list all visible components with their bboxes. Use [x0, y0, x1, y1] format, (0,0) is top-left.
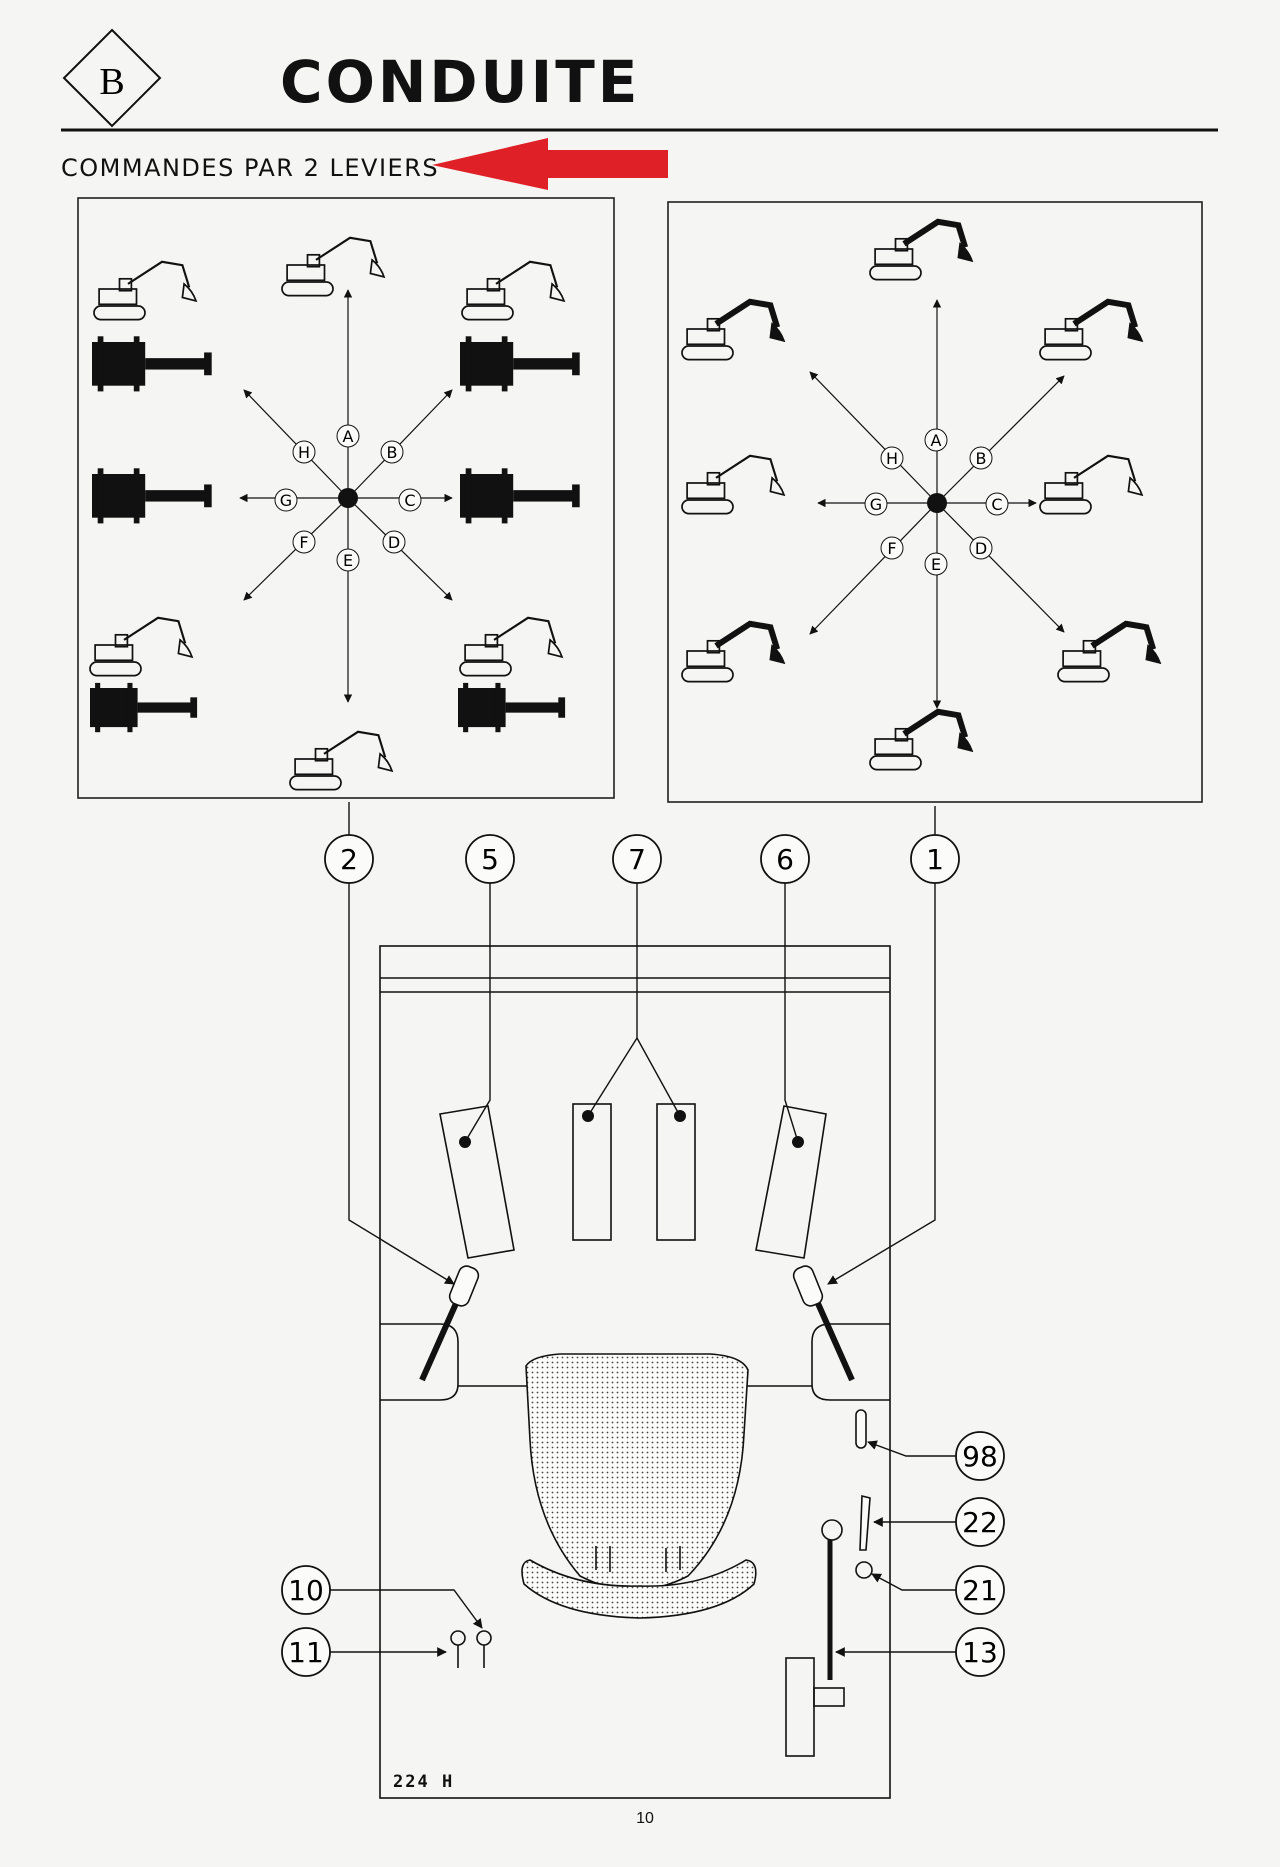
- excavator-icon: [1058, 624, 1160, 682]
- callout-7: 7: [612, 834, 662, 884]
- red-arrow-icon: [432, 138, 668, 190]
- cab-floor-plan: [379, 945, 891, 1799]
- right-dir-f: F: [887, 539, 896, 558]
- svg-text:6: 6: [776, 843, 794, 876]
- control-21: [855, 1561, 873, 1579]
- left-dir-b: B: [387, 443, 398, 462]
- gear-lever-knob: [821, 1519, 843, 1541]
- right-dir-e: E: [931, 555, 941, 574]
- excavator-icon: [460, 260, 566, 321]
- right-dir-d: D: [975, 539, 987, 558]
- svg-text:10: 10: [288, 1574, 324, 1607]
- svg-text:98: 98: [962, 1440, 998, 1473]
- left-dir-h: H: [298, 443, 310, 462]
- excavator-icon: [870, 712, 972, 770]
- right-dir-h: H: [886, 449, 898, 468]
- callout-21: 21: [955, 1565, 1005, 1615]
- right-dir-c: C: [991, 495, 1002, 514]
- left-joystick-handle: [448, 1265, 480, 1307]
- left-dir-g: G: [280, 491, 292, 510]
- left-dir-f: F: [299, 533, 308, 552]
- seat-armrest: [521, 1559, 757, 1619]
- page-title: CONDUITE: [280, 48, 641, 116]
- left-dir-d: D: [388, 533, 400, 552]
- page-number: 10: [636, 1810, 654, 1827]
- pedal-7-right: [656, 1103, 696, 1241]
- control-10: [476, 1630, 492, 1646]
- left-dir-a: A: [343, 427, 354, 446]
- pedal-5: [439, 1105, 515, 1259]
- top-view-icon: [460, 336, 580, 392]
- excavator-icon: [682, 624, 784, 682]
- svg-text:5: 5: [481, 843, 499, 876]
- excavator-icon: [1040, 302, 1142, 360]
- svg-text:7: 7: [628, 843, 646, 876]
- section-letter: B: [99, 61, 124, 103]
- right-joystick-handle: [792, 1265, 824, 1307]
- callout-98: 98: [955, 1431, 1005, 1481]
- callout-13: 13: [955, 1627, 1005, 1677]
- callout-1: 1: [910, 834, 960, 884]
- callout-22: 22: [955, 1497, 1005, 1547]
- excavator-icon: [88, 616, 194, 677]
- left-control-panel: A B C D E F G H: [77, 197, 615, 799]
- excavator-icon: [288, 730, 394, 791]
- svg-text:13: 13: [962, 1636, 998, 1669]
- leader-lines: [330, 802, 962, 1657]
- control-22: [859, 1494, 871, 1551]
- callout-11: 11: [281, 1627, 331, 1677]
- callouts: 2 5 7 6 1 98 22 21 13 10 11: [281, 834, 1005, 1677]
- top-view-icon: [92, 468, 212, 524]
- left-joystick: [419, 1288, 465, 1382]
- callout-6: 6: [760, 834, 810, 884]
- control-98: [855, 1409, 867, 1449]
- diagram-code: 224 H: [393, 1772, 455, 1792]
- excavator-icon: [682, 302, 784, 360]
- section-subtitle: COMMANDES PAR 2 LEVIERS: [61, 154, 440, 182]
- callout-2: 2: [324, 834, 374, 884]
- right-dir-b: B: [976, 449, 987, 468]
- top-view-icon: [458, 682, 566, 733]
- right-dir-a: A: [931, 431, 942, 450]
- excavator-icon: [92, 260, 198, 321]
- callout-10: 10: [281, 1565, 331, 1615]
- pedal-7-left: [572, 1103, 612, 1241]
- operator-seat: [525, 1353, 749, 1591]
- left-dir-e: E: [343, 551, 353, 570]
- right-control-panel: A B C D E F G H: [667, 201, 1203, 803]
- excavator-icon: [680, 454, 786, 515]
- right-dir-g: G: [870, 495, 882, 514]
- pedal-6: [755, 1105, 827, 1259]
- lever-13-base: [785, 1657, 815, 1757]
- section-badge: B: [62, 28, 162, 128]
- excavator-icon: [1038, 454, 1144, 515]
- svg-text:2: 2: [340, 843, 358, 876]
- svg-text:22: 22: [962, 1506, 998, 1539]
- control-11: [450, 1630, 466, 1646]
- callout-5: 5: [465, 834, 515, 884]
- top-view-icon: [90, 682, 198, 733]
- left-dir-c: C: [404, 491, 415, 510]
- excavator-icon: [458, 616, 564, 677]
- right-joystick: [809, 1288, 855, 1382]
- svg-text:11: 11: [288, 1636, 324, 1669]
- excavator-icon: [280, 236, 386, 297]
- svg-text:1: 1: [926, 843, 944, 876]
- top-view-icon: [92, 336, 212, 392]
- excavator-icon: [870, 222, 972, 280]
- top-view-icon: [460, 468, 580, 524]
- svg-text:21: 21: [962, 1574, 998, 1607]
